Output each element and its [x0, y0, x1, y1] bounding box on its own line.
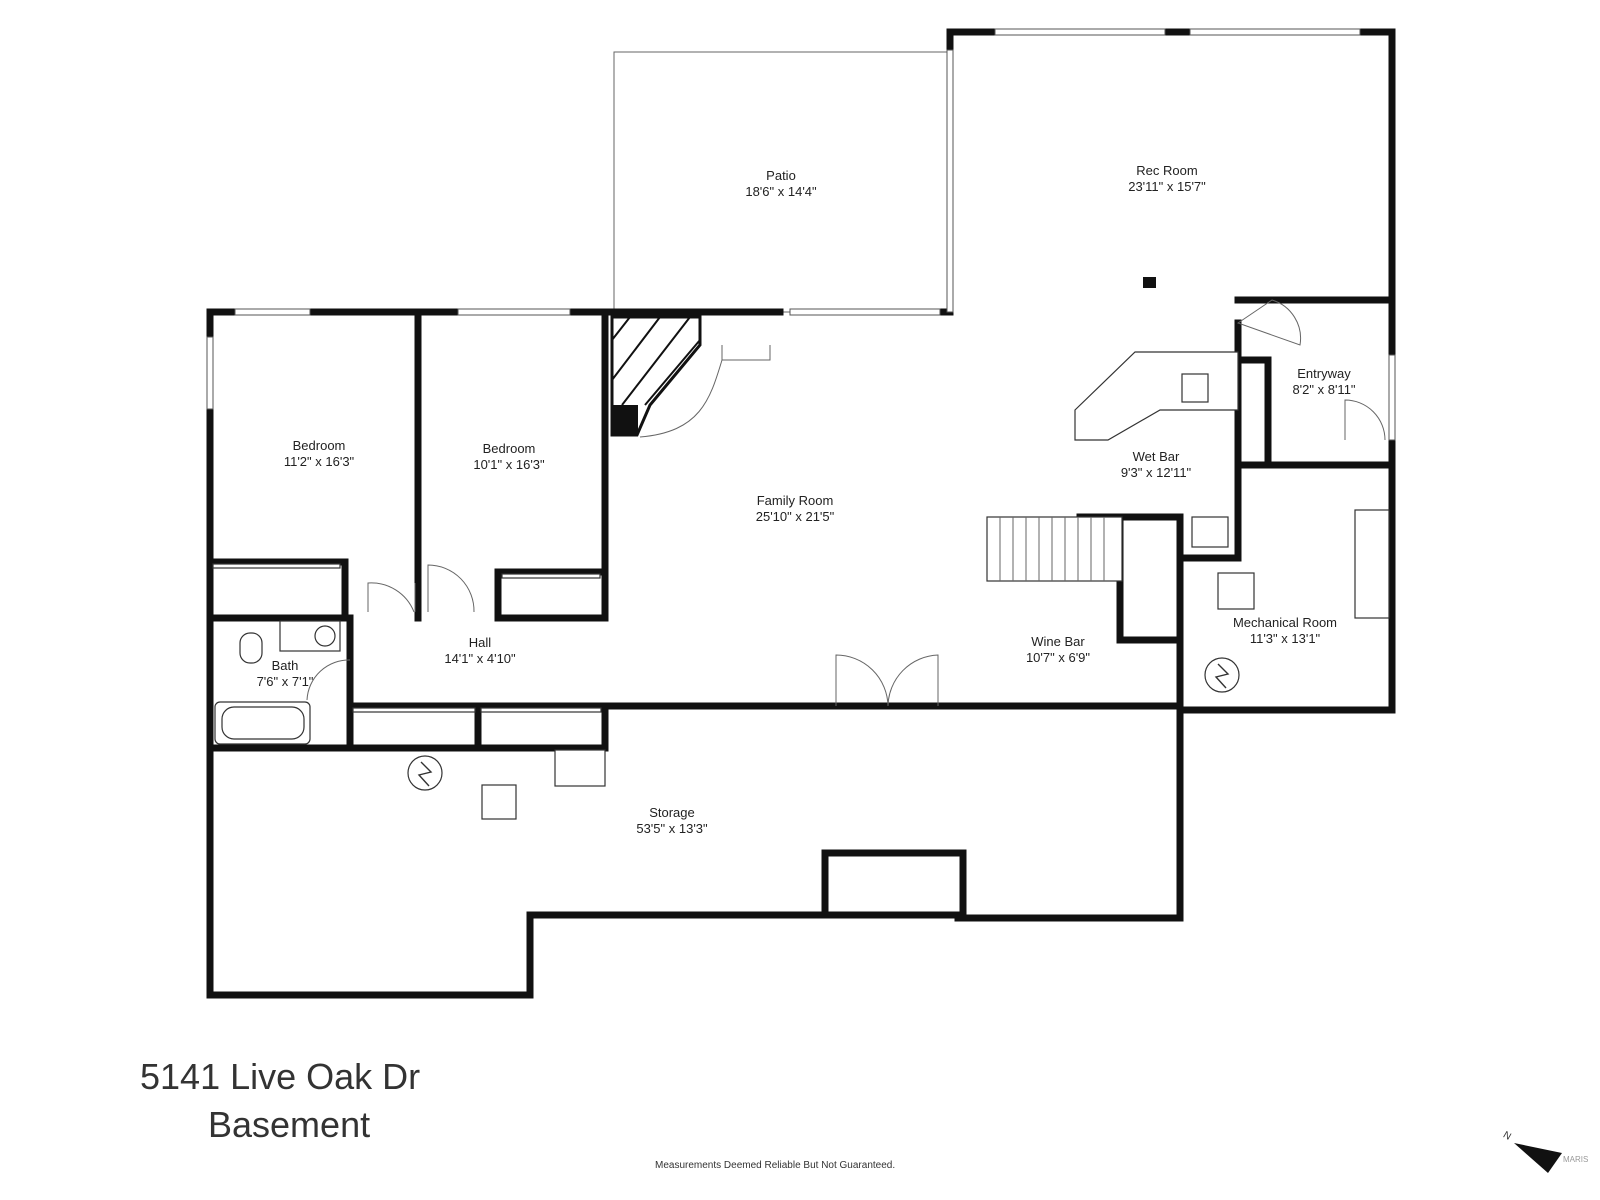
- room-name-family-room: Family Room: [757, 493, 834, 508]
- closet: [352, 707, 476, 713]
- room-dims-bedroom-1: 11'2" x 16'3": [284, 454, 355, 469]
- appliance: [1191, 516, 1229, 548]
- room-name-rec-room: Rec Room: [1136, 163, 1197, 178]
- north-arrow-icon: N: [1500, 1125, 1570, 1180]
- fireplace-hatch: [611, 316, 701, 406]
- room-dims-rec-room: 23'11" x 15'7": [1128, 179, 1206, 194]
- wet-bar-counter: [1074, 351, 1239, 441]
- fireplace-hearth: [612, 405, 638, 435]
- room-name-wet-bar: Wet Bar: [1133, 449, 1180, 464]
- north-label: N: [1501, 1130, 1513, 1143]
- room-name-patio: Patio: [766, 168, 796, 183]
- hearth-curve: [639, 345, 771, 438]
- door-swing: [306, 659, 351, 701]
- room-dims-wet-bar: 9'3" x 12'11": [1121, 465, 1192, 480]
- closet: [501, 573, 601, 579]
- closet: [480, 707, 602, 713]
- room-dims-patio: 18'6" x 14'4": [745, 184, 817, 199]
- room-name-mechanical-room: Mechanical Room: [1233, 615, 1337, 630]
- window: [1388, 354, 1396, 441]
- door-swing: [1236, 299, 1302, 346]
- window: [994, 28, 1166, 36]
- storage-fixture: [554, 749, 606, 787]
- window: [1189, 28, 1361, 36]
- window: [946, 49, 954, 313]
- room-dims-wine-bar: 10'7" x 6'9": [1026, 650, 1090, 665]
- sink-basin: [314, 625, 336, 647]
- water-heater-icon: [407, 755, 443, 791]
- room-name-bath: Bath: [272, 658, 299, 673]
- watermark: MARIS: [1563, 1155, 1589, 1164]
- room-name-hall: Hall: [469, 635, 492, 650]
- wall-bedrooms: [206, 308, 609, 622]
- door-swing: [1344, 399, 1386, 441]
- closet: [212, 563, 341, 569]
- room-name-storage: Storage: [649, 805, 695, 820]
- door-swing: [427, 564, 475, 613]
- panel: [1354, 509, 1390, 619]
- floor-level: Basement: [208, 1104, 371, 1145]
- bar-sink: [1181, 373, 1209, 403]
- storage-fixture: [481, 784, 517, 820]
- room-dims-mechanical-room: 11'3" x 13'1": [1250, 631, 1321, 646]
- room-name-bedroom-2: Bedroom: [483, 441, 536, 456]
- room-dims-bedroom-2: 10'1" x 16'3": [473, 457, 545, 472]
- sliding-door: [789, 308, 941, 316]
- furnace: [1217, 572, 1255, 610]
- door-swing: [835, 654, 939, 707]
- property-address: 5141 Live Oak Dr: [140, 1056, 421, 1097]
- room-name-entryway: Entryway: [1297, 366, 1351, 381]
- room-dims-entryway: 8'2" x 8'11": [1292, 382, 1355, 397]
- door-swing: [367, 582, 416, 613]
- tub-inner: [221, 706, 305, 740]
- room-dims-storage: 53'5" x 13'3": [636, 821, 708, 836]
- room-dims-bath: 7'6" x 7'1": [257, 674, 314, 689]
- window: [234, 308, 311, 316]
- room-name-wine-bar: Wine Bar: [1031, 634, 1085, 649]
- water-heater-icon: [1204, 657, 1240, 693]
- column: [1143, 277, 1156, 288]
- room-name-bedroom-1: Bedroom: [293, 438, 346, 453]
- staircase: [986, 516, 1123, 582]
- wall-bath: [206, 614, 609, 752]
- room-dims-family-room: 25'10" x 21'5": [756, 509, 835, 524]
- room-dims-hall: 14'1" x 4'10": [444, 651, 516, 666]
- disclaimer: Measurements Deemed Reliable But Not Gua…: [655, 1160, 896, 1171]
- wall-storage-notch: [821, 849, 967, 919]
- window: [457, 308, 571, 316]
- toilet: [239, 632, 263, 664]
- window: [206, 336, 214, 410]
